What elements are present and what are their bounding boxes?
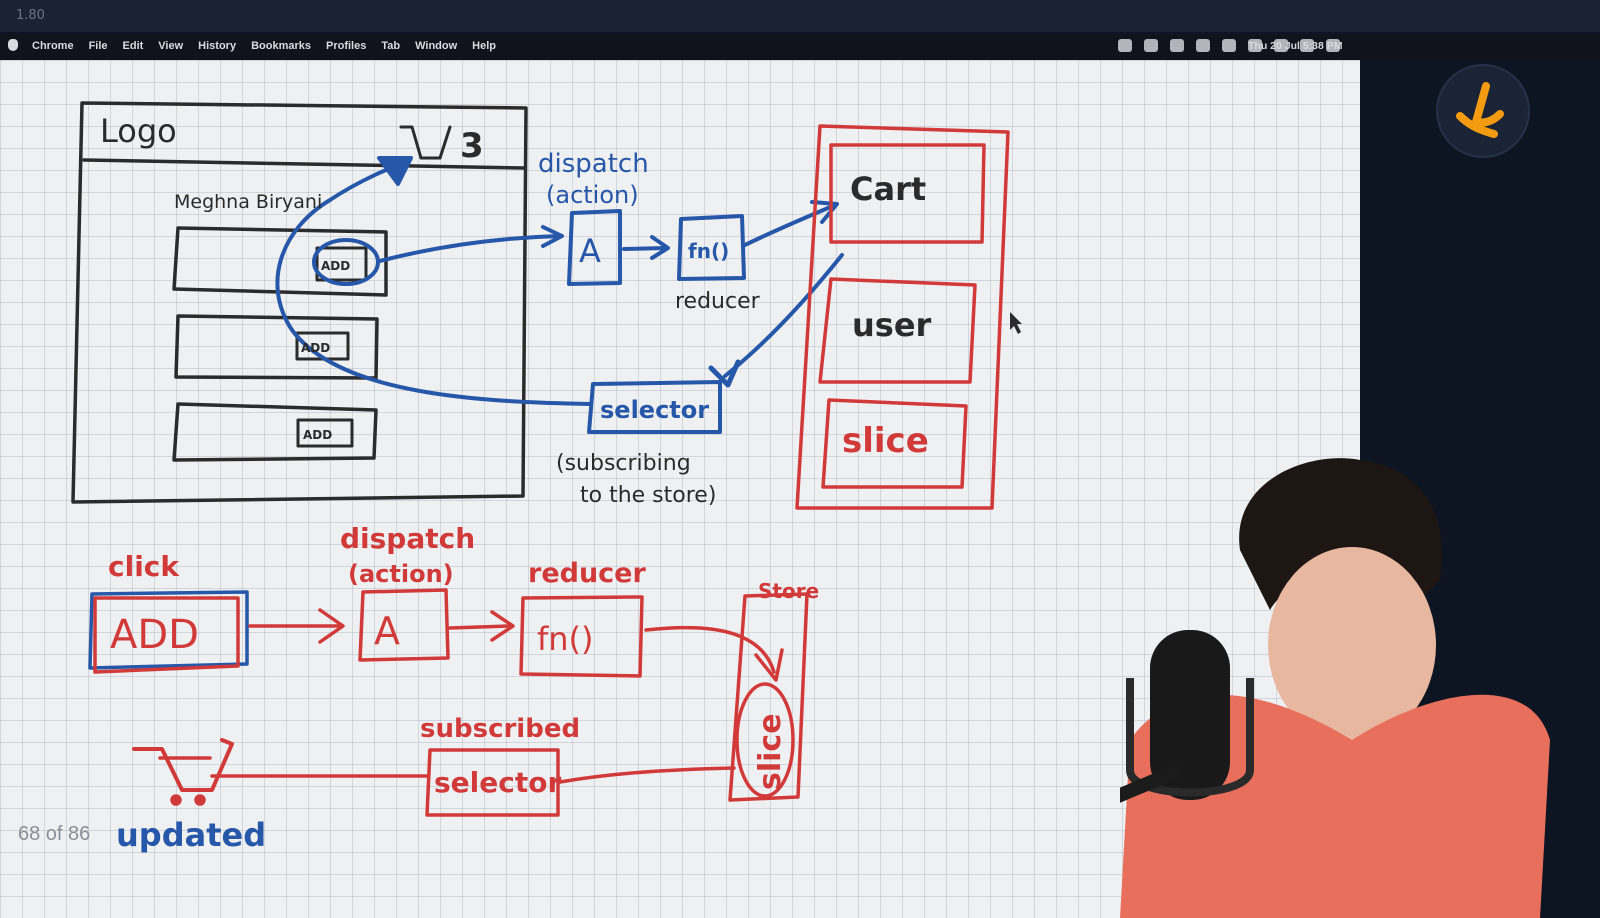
slice-label-bottom: slice: [753, 713, 788, 790]
store-label-bottom: Store: [758, 579, 819, 603]
whiteboard-canvas[interactable]: Logo 3 Meghna Biryani ADD ADD ADD dispat…: [0, 60, 1360, 918]
presenter-face: [1268, 547, 1436, 743]
audio-icon[interactable]: [1196, 39, 1210, 52]
updated-label: updated: [116, 816, 266, 854]
battery-icon[interactable]: [1222, 39, 1236, 52]
action-label-top: (action): [546, 181, 639, 209]
menu-item-tab[interactable]: Tab: [381, 40, 401, 52]
add-button-3-label: ADD: [303, 428, 332, 442]
presenter-webcam: [1120, 458, 1550, 918]
action-box-label-top: A: [579, 232, 601, 270]
store-cart-label: Cart: [850, 170, 926, 208]
action-label-bottom: (action): [348, 560, 454, 588]
store-user-label: user: [852, 306, 932, 344]
menu-item-file[interactable]: File: [88, 40, 108, 52]
siri-icon[interactable]: [1326, 39, 1340, 52]
apple-logo-icon[interactable]: [8, 39, 18, 51]
status-icons: [1118, 39, 1340, 52]
dispatch-label-bottom: dispatch: [340, 522, 475, 555]
microphone-icon: [1150, 630, 1230, 800]
reducer-fn-label-bottom: fn(): [537, 620, 594, 658]
to-the-store-label: to the store): [580, 483, 716, 508]
channel-logo: [1436, 64, 1530, 158]
store-slice-label: slice: [842, 421, 929, 461]
menu-item-view[interactable]: View: [158, 40, 184, 52]
menu-item-help[interactable]: Help: [472, 40, 497, 52]
menu-item-profiles[interactable]: Profiles: [326, 40, 367, 52]
control-icon[interactable]: [1118, 39, 1132, 52]
zoom-label: 1.80: [16, 8, 45, 23]
selector-label-top: selector: [600, 396, 709, 424]
display-icon[interactable]: [1144, 39, 1158, 52]
add-button-2-label: ADD: [301, 341, 330, 355]
menu-item-window[interactable]: Window: [415, 40, 458, 52]
action-box-label-bottom: A: [374, 609, 400, 653]
bluetooth-icon[interactable]: [1170, 39, 1184, 52]
menu-bar-clock[interactable]: Thu 20 Jul 5:38 PM: [1248, 40, 1343, 52]
menu-item-edit[interactable]: Edit: [122, 40, 144, 52]
menu-list: Chrome File Edit View History Bookmarks Profil…: [32, 40, 496, 52]
reducer-fn-label-top: fn(): [688, 239, 729, 263]
menu-item-chrome[interactable]: Chrome: [32, 40, 74, 52]
redux-store: [795, 124, 1010, 510]
macos-menu-bar: Chrome File Edit View History Bookmarks Profil…: [0, 34, 1600, 60]
logo-label: Logo: [100, 112, 177, 150]
app-mockup: [71, 101, 528, 504]
blue-data-flow: [275, 156, 844, 434]
click-label: click: [108, 550, 180, 583]
user-name-label: Meghna Biryani: [174, 191, 322, 213]
add-button-1-label: ADD: [321, 259, 350, 273]
whiteboard-drawing: Logo 3 Meghna Biryani ADD ADD ADD dispat…: [71, 101, 1022, 854]
page-counter: 68 of 86: [18, 823, 91, 845]
reducer-label-top: reducer: [675, 289, 761, 314]
cart-count: 3: [460, 126, 484, 166]
search-icon[interactable]: [1274, 39, 1288, 52]
mouse-cursor-icon: [1010, 312, 1022, 334]
dispatch-label-top: dispatch: [538, 149, 649, 179]
control-center-icon[interactable]: [1300, 39, 1314, 52]
menu-item-history[interactable]: History: [198, 40, 237, 52]
subscribing-label: (subscribing: [556, 451, 691, 476]
bottom-flow: [88, 588, 809, 817]
channel-logo-icon: [1456, 82, 1504, 138]
wifi-icon[interactable]: [1248, 39, 1262, 52]
subscribed-label: subscribed: [420, 714, 580, 744]
menu-item-bookmarks[interactable]: Bookmarks: [251, 40, 311, 52]
window-top-strip: 1.80: [0, 0, 1600, 32]
reducer-label-bottom: reducer: [528, 558, 646, 589]
selector-label-bottom: selector: [434, 766, 561, 799]
add-button-label: ADD: [110, 612, 199, 658]
